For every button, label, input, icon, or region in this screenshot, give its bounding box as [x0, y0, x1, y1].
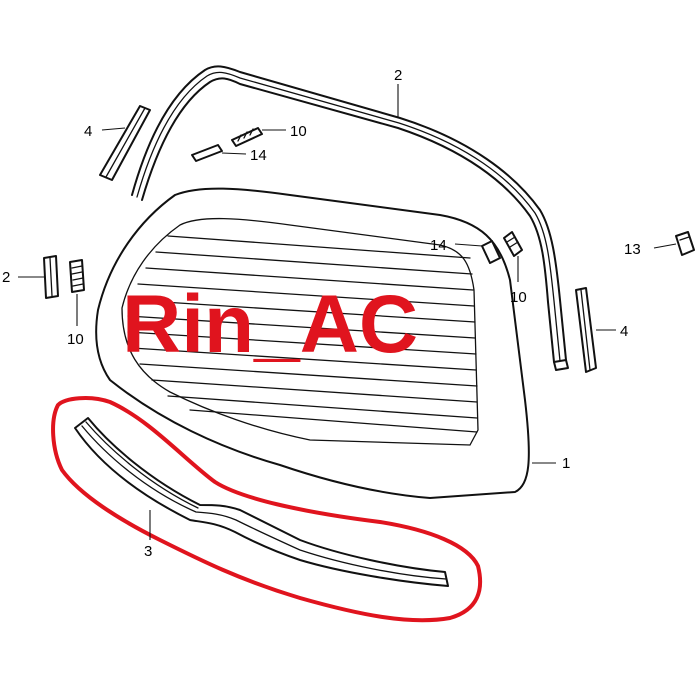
- callout-2-top: 2: [394, 67, 402, 84]
- part-4-side-molding-top: [99, 105, 151, 181]
- callout-1: 1: [562, 455, 570, 472]
- highlight-outline: [51, 396, 483, 623]
- part-1-rear-glass: [95, 187, 530, 499]
- callout-13: 13: [624, 241, 641, 258]
- callout-14-right: 14: [430, 237, 447, 254]
- watermark-text: Rin_AC: [122, 279, 418, 370]
- leader-lines: [18, 84, 677, 540]
- callout-3: 3: [144, 543, 152, 560]
- callout-10-top: 10: [290, 123, 307, 140]
- callout-10-left: 10: [67, 331, 84, 348]
- part-10-clip-right: [503, 231, 523, 257]
- callout-10-right: 10: [510, 289, 527, 306]
- part-14-fastener-top: [191, 144, 223, 162]
- callout-2-left: 2: [2, 269, 10, 286]
- part-14-fastener-right: [481, 240, 501, 264]
- part-2-end-piece-left: [43, 255, 59, 299]
- callout-4-right: 4: [620, 323, 628, 340]
- callout-4-top: 4: [84, 123, 92, 140]
- part-4-side-molding-right: [575, 287, 597, 373]
- defroster-lines: [127, 235, 478, 433]
- part-10-clip-top: [231, 127, 263, 147]
- part-2-upper-molding: [131, 65, 569, 371]
- callout-14-top: 14: [250, 147, 267, 164]
- part-13-clip: [675, 231, 695, 256]
- part-3-lower-molding: [74, 417, 449, 587]
- part-10-clip-left: [69, 259, 85, 293]
